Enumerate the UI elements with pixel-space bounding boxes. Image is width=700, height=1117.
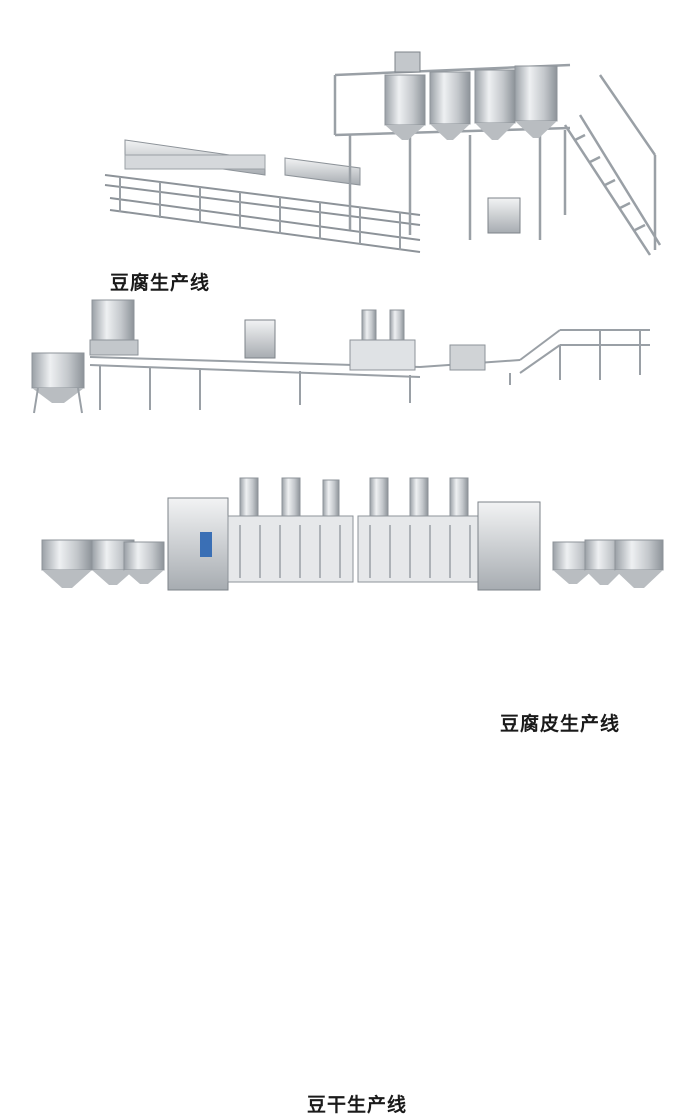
tofu-line-illustration	[104, 51, 662, 256]
skin-long-table	[89, 356, 421, 410]
dried-press-grilles	[239, 525, 471, 578]
tofu-tanks	[384, 51, 558, 140]
skin-forming-units	[349, 309, 416, 371]
dried-blue-panel	[200, 532, 212, 557]
skin-mixing-tank	[31, 299, 139, 414]
dried-tofu-line-label: 豆干生产线	[307, 1094, 408, 1116]
skin-control-cabinet	[244, 319, 276, 359]
skin-heating-unit	[449, 344, 486, 371]
tofu-skin-line-illustration	[31, 299, 650, 414]
dried-left-hoppers	[41, 539, 165, 588]
tofu-conveyor	[104, 174, 421, 253]
tofu-stairs	[563, 74, 662, 256]
dried-press-units	[227, 477, 481, 583]
dried-tofu-production-line-image: 豆干生产线	[0, 470, 700, 1116]
dried-left-control-cabinet	[167, 497, 229, 591]
tofu-line-label: 豆腐生产线	[110, 272, 211, 294]
dried-tofu-line-illustration	[41, 477, 664, 591]
tofu-control-box	[487, 197, 521, 234]
tofu-skin-line-label: 豆腐皮生产线	[500, 713, 621, 735]
dried-right-control-cabinet	[477, 501, 541, 591]
tofu-press-boxes	[124, 139, 361, 186]
dried-right-hoppers	[552, 539, 664, 588]
skin-inclined-conveyor	[419, 329, 650, 385]
tofu-conveyor-legs	[119, 177, 401, 250]
tofu-production-line-image: 豆腐生产线	[0, 40, 700, 294]
tofu-skin-production-line-image: 豆腐皮生产线	[0, 295, 700, 735]
